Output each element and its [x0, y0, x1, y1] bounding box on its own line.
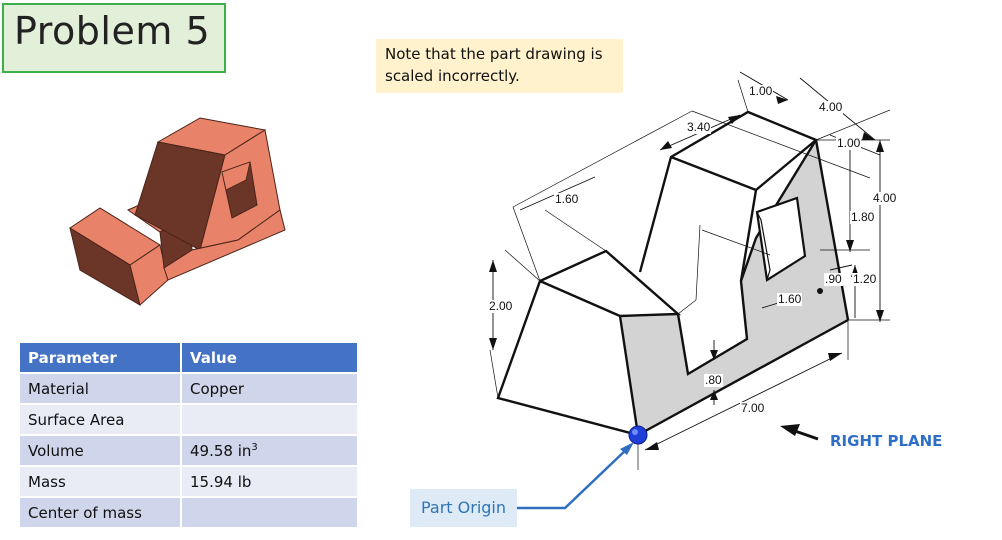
dim-1-80: 1.80 — [850, 210, 876, 224]
header-value: Value — [182, 343, 357, 372]
dim-1-00-top: 1.00 — [748, 84, 774, 98]
dim-1-20: 1.20 — [852, 272, 878, 286]
window-inner — [221, 161, 251, 191]
right-plane-face — [620, 140, 848, 435]
row-value: 49.58 in3 — [182, 436, 357, 465]
slide-title: Problem 5 — [14, 9, 211, 53]
part-drawing — [489, 71, 891, 470]
table-row: Material Copper — [20, 374, 357, 403]
dim-0-80: .80 — [704, 373, 723, 387]
tall-front-lower — [163, 209, 286, 281]
dim-1-60-left: 1.60 — [554, 192, 580, 206]
scale-note: Note that the part drawing is scaled inc… — [376, 39, 623, 93]
properties-table: Parameter Value Material Copper Surface … — [20, 341, 357, 529]
dim-7-00: 7.00 — [740, 401, 766, 415]
dim-3-40: 3.40 — [686, 120, 712, 134]
dim-0-90: .90 — [824, 272, 843, 286]
table-header-row: Parameter Value — [20, 343, 357, 372]
dim-4-00-top: 4.00 — [818, 100, 844, 114]
part-origin-dot[interactable] — [628, 425, 648, 445]
row-parameter: Volume — [20, 436, 182, 465]
table-row: Mass 15.94 lb — [20, 467, 357, 496]
part-3d-render — [69, 117, 286, 307]
row-parameter: Mass — [20, 467, 182, 496]
row-parameter: Material — [20, 374, 182, 403]
left-block-outline — [496, 249, 682, 437]
dim-4-00-right: 4.00 — [872, 191, 898, 205]
dim-2-00: 2.00 — [488, 299, 514, 313]
row-parameter: Center of mass — [20, 498, 182, 527]
table-row: Volume 49.58 in3 — [20, 436, 357, 465]
right-plane-label: RIGHT PLANE — [830, 432, 943, 450]
slide-title-box: Problem 5 — [2, 3, 226, 73]
row-value — [182, 498, 357, 527]
volume-value: 49.58 in — [190, 441, 252, 460]
row-value — [182, 405, 357, 434]
row-value: Copper — [182, 374, 357, 403]
table-row: Center of mass — [20, 498, 357, 527]
tall-block-outline — [638, 110, 818, 376]
header-parameter: Parameter — [20, 343, 182, 372]
arrowheads — [489, 96, 884, 450]
part-origin-label: Part Origin — [410, 489, 517, 527]
volume-exponent: 3 — [251, 441, 258, 453]
table-row: Surface Area — [20, 405, 357, 434]
dim-1-00-right: 1.00 — [836, 136, 862, 150]
row-parameter: Surface Area — [20, 405, 182, 434]
dim-1-60-window: 1.60 — [777, 292, 803, 306]
window-outline — [755, 196, 807, 282]
row-value: 15.94 lb — [182, 467, 357, 496]
